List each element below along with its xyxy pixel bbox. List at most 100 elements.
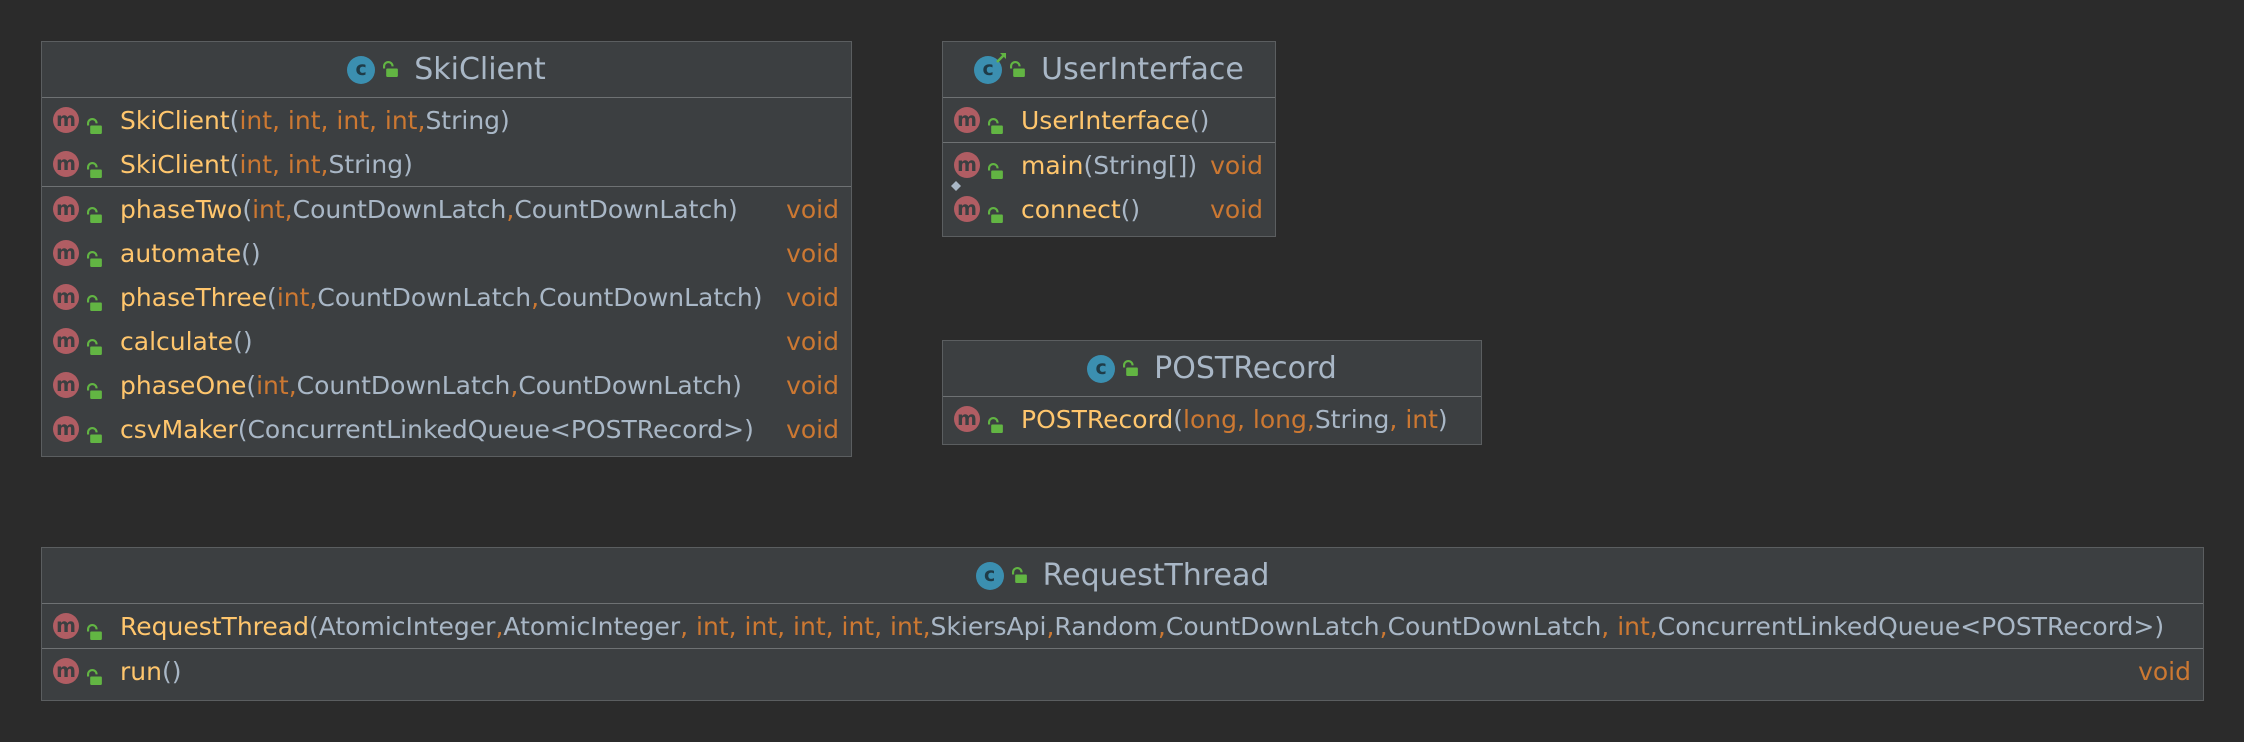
main-class-icon: c xyxy=(974,52,1007,84)
class-header: c POSTRecord xyxy=(943,341,1481,397)
method-params: ConcurrentLinkedQueue<POSTRecord>) xyxy=(1657,611,2165,641)
method-name: csvMaker xyxy=(120,414,238,444)
public-lock-icon xyxy=(1123,360,1140,377)
method-name: RequestThread xyxy=(120,611,309,641)
method-params: CountDownLatch) xyxy=(539,282,763,312)
method-icon: m xyxy=(53,328,79,354)
method-params: CountDownLatch xyxy=(292,194,507,224)
method-params: CountDownLatch xyxy=(296,370,511,400)
method-params: CountDownLatch) xyxy=(514,194,738,224)
static-marker-icon xyxy=(951,168,961,191)
method-icon: m xyxy=(53,658,79,684)
public-lock-icon xyxy=(87,421,104,443)
method-params: Random xyxy=(1054,611,1158,641)
method-params: ( xyxy=(267,282,277,312)
class-header: c UserInterface xyxy=(943,42,1275,98)
method-params: int, int, xyxy=(239,149,329,179)
method-params: int, xyxy=(252,194,293,224)
public-lock-icon xyxy=(87,289,104,311)
method-params: int, int, int, int, xyxy=(239,105,426,135)
public-lock-icon xyxy=(988,112,1005,134)
public-lock-icon xyxy=(87,377,104,399)
method-params: , int, int, int, int, int, xyxy=(680,611,931,641)
method-params: , xyxy=(531,282,540,312)
class-icon: c xyxy=(975,561,1004,590)
return-type: void xyxy=(786,282,839,312)
public-lock-icon xyxy=(87,618,104,640)
return-type: void xyxy=(786,194,839,224)
return-type: void xyxy=(786,414,839,444)
method-params: String) xyxy=(425,105,510,135)
method-params: ( xyxy=(229,149,240,179)
method-icon: m xyxy=(954,107,980,133)
method-params: , int xyxy=(1389,404,1438,434)
method-params: (ConcurrentLinkedQueue<POSTRecord>) xyxy=(237,414,754,444)
method-params: int, xyxy=(276,282,318,312)
method-name: main xyxy=(1021,150,1084,180)
public-lock-icon xyxy=(87,156,104,178)
method-icon: m xyxy=(53,107,79,133)
method-params: CountDownLatch xyxy=(1165,611,1380,641)
method-name: phaseOne xyxy=(120,370,247,400)
public-lock-icon xyxy=(87,112,104,134)
method-params: , xyxy=(506,194,515,224)
class-icon: c xyxy=(347,55,376,84)
return-type: void xyxy=(1210,194,1263,224)
class-name: UserInterface xyxy=(1041,52,1244,87)
method-icon: m xyxy=(53,613,79,639)
method-params: AtomicInteger xyxy=(503,611,681,641)
method-params: ( xyxy=(1173,404,1184,434)
method-params: int, xyxy=(256,370,297,400)
method-params: , xyxy=(510,370,519,400)
public-lock-icon xyxy=(1010,61,1027,78)
public-lock-icon xyxy=(988,157,1005,179)
method-params: CountDownLatch) xyxy=(518,370,742,400)
class-name: POSTRecord xyxy=(1154,351,1337,386)
method-params: String) xyxy=(328,149,413,179)
method-params: () xyxy=(241,238,261,268)
method-params: ( xyxy=(242,194,253,224)
method-params: , int, xyxy=(1601,611,1658,641)
public-lock-icon xyxy=(87,245,104,267)
return-type: void xyxy=(786,238,839,268)
class-icon: c xyxy=(1087,354,1116,383)
method-icon: m xyxy=(53,240,79,266)
public-lock-icon xyxy=(383,61,400,78)
class-name: SkiClient xyxy=(414,52,546,87)
method-params: , xyxy=(1379,611,1388,641)
method-icon: m xyxy=(53,372,79,398)
method-params: long, long, xyxy=(1183,404,1315,434)
public-lock-icon xyxy=(87,333,104,355)
method-params: , xyxy=(495,611,504,641)
method-params: , xyxy=(1157,611,1166,641)
method-name: UserInterface xyxy=(1021,105,1190,135)
method-params: () xyxy=(161,656,182,686)
method-name: POSTRecord xyxy=(1021,404,1174,434)
method-params: , xyxy=(1046,611,1055,641)
method-icon: m xyxy=(954,152,980,178)
